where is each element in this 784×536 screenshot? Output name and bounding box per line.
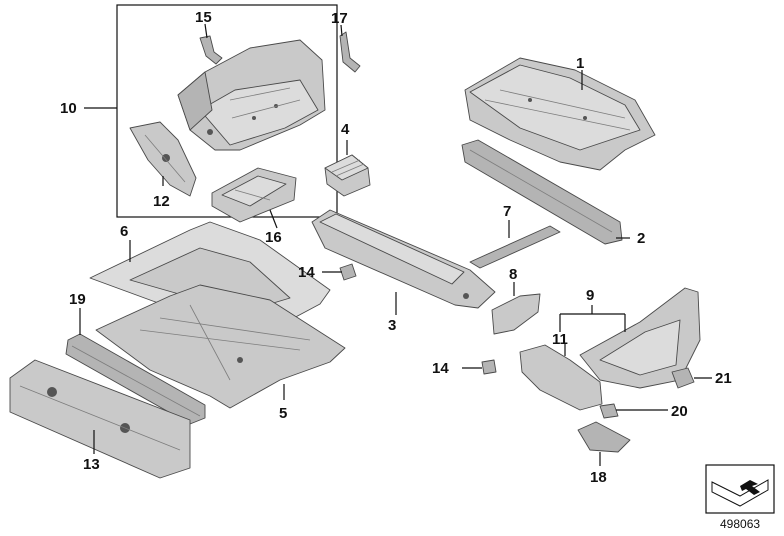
callout-7: 7 xyxy=(503,203,511,220)
part-14-clip-upper xyxy=(339,263,357,281)
part-4-box xyxy=(324,154,371,197)
callout-21: 21 xyxy=(715,370,732,387)
part-9-wheelhouse xyxy=(579,287,701,389)
document-id: 498063 xyxy=(720,517,760,531)
part-13-rear-panel xyxy=(9,359,191,479)
callout-11: 11 xyxy=(552,331,568,348)
callout-14-upper: 14 xyxy=(298,264,315,281)
part-1-floor-panel xyxy=(464,57,656,171)
part-3-long-member xyxy=(311,209,496,309)
callout-14-lower: 14 xyxy=(432,360,449,377)
leader-lines xyxy=(79,23,712,466)
callout-20: 20 xyxy=(671,403,688,420)
callout-2: 2 xyxy=(637,230,645,247)
callout-13: 13 xyxy=(83,456,100,473)
part-16-tray xyxy=(211,167,297,223)
orientation-icon xyxy=(705,464,775,514)
part-5-floor-pan xyxy=(95,284,346,409)
callout-19: 19 xyxy=(69,291,86,308)
part-15-bracket xyxy=(199,35,223,65)
callout-labels: 1 2 3 4 5 6 7 8 9 10 11 12 13 14 14 15 1… xyxy=(60,9,732,486)
part-14-clip-lower xyxy=(481,359,497,375)
part-7-strip xyxy=(469,225,561,269)
callout-16: 16 xyxy=(265,229,282,246)
group-box-10 xyxy=(84,4,338,218)
part-10-rear-frame xyxy=(177,39,326,151)
callout-3: 3 xyxy=(388,317,396,334)
callout-8: 8 xyxy=(509,266,517,283)
part-18-bracket xyxy=(577,421,631,453)
callout-9: 9 xyxy=(586,287,594,304)
callout-15: 15 xyxy=(195,9,212,26)
part-12-side-panel xyxy=(129,121,197,197)
part-17-bracket xyxy=(339,31,361,73)
callout-5: 5 xyxy=(279,405,287,422)
callout-1: 1 xyxy=(576,55,584,72)
part-2-cross-member xyxy=(461,139,623,245)
callout-17: 17 xyxy=(331,10,348,27)
part-21-bracket xyxy=(671,367,695,389)
part-20-bracket xyxy=(599,403,619,419)
callout-10: 10 xyxy=(60,100,77,117)
part-8-bracket xyxy=(491,293,541,335)
callout-12: 12 xyxy=(153,193,170,210)
callout-18: 18 xyxy=(590,469,607,486)
callout-4: 4 xyxy=(341,121,350,138)
callout-6: 6 xyxy=(120,223,128,240)
part-11-side-piece xyxy=(519,344,603,411)
